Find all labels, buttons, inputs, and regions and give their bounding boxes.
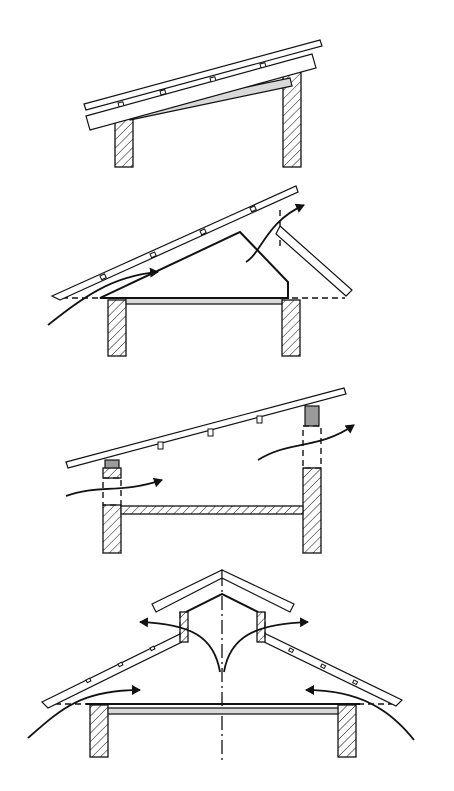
ridge-inner <box>185 592 259 613</box>
right-roof-slope <box>259 631 404 707</box>
battens <box>117 62 267 108</box>
ceiling-beam <box>107 707 339 715</box>
right-wall-cap <box>304 405 320 427</box>
right-wall <box>337 704 357 758</box>
roof-cladding <box>65 387 347 469</box>
ridge-cap-right <box>221 569 295 613</box>
panel-1-monopitch-roof <box>83 39 323 168</box>
right-wall <box>302 467 322 554</box>
roof-cladding <box>83 39 323 111</box>
ridge-cap-left <box>151 569 223 613</box>
left-wall <box>102 504 122 554</box>
airflow-arrow-right-inlet <box>305 685 415 741</box>
airflow-arrow-left-inlet <box>27 685 141 739</box>
battens <box>99 205 257 281</box>
airflow-arrow-inlet <box>47 267 159 326</box>
left-wall <box>107 299 127 357</box>
airflow-arrow-outlet <box>257 424 355 461</box>
left-wall-cap <box>104 459 120 469</box>
right-ridge-wall <box>256 611 266 643</box>
ceiling-slab <box>120 505 304 515</box>
right-wall <box>281 299 301 357</box>
overhang-deck <box>275 225 353 297</box>
roof-deck <box>50 185 299 301</box>
left-wall-upper <box>102 467 122 479</box>
airflow-arrow-outlet <box>245 203 305 263</box>
roof-deck <box>85 53 317 131</box>
left-vent-opening <box>102 477 122 506</box>
right-vent-opening <box>302 425 322 469</box>
airflow-arrow-ridge-left <box>139 617 221 673</box>
panel-4-gable-ridge-vent <box>27 569 415 762</box>
panel-3-monopitch-wall-vents <box>65 387 355 554</box>
panel-2-pitched-roof <box>47 185 353 357</box>
left-wall <box>89 704 109 758</box>
battens <box>157 415 263 450</box>
battens <box>85 645 359 686</box>
airflow-arrow-ridge-right <box>223 617 309 673</box>
left-roof-slope <box>40 631 187 709</box>
airflow-arrow-inlet <box>65 477 163 497</box>
